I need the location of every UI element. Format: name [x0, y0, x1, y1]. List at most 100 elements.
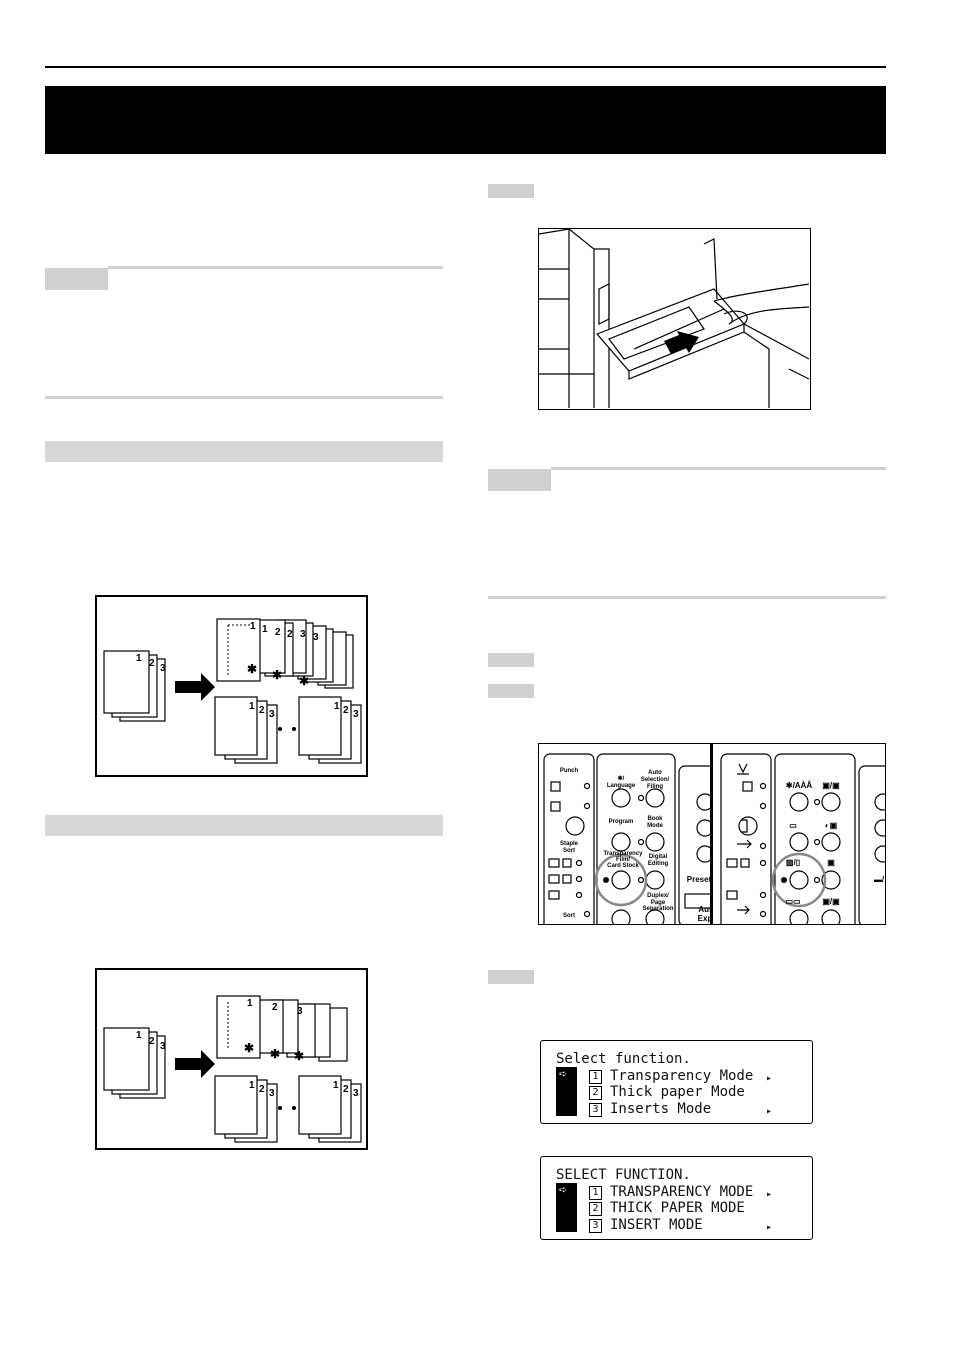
svg-text:2: 2: [343, 1084, 349, 1095]
step-tag-2: [488, 653, 534, 667]
note-bottom-rule: [45, 396, 443, 399]
svg-text:Language: Language: [607, 783, 636, 789]
svg-text:Auto: Auto: [648, 770, 662, 776]
selection-cursor: ➪: [556, 1067, 577, 1116]
menu-item-thick-paper[interactable]: 2 Thick paper Mode: [589, 1084, 745, 1101]
page-number: 3: [160, 663, 166, 674]
svg-text:1: 1: [249, 1080, 255, 1091]
svg-text:2: 2: [275, 627, 281, 638]
menu-item-inserts[interactable]: 3 Inserts Mode: [589, 1101, 711, 1118]
selection-cursor: ➪: [556, 1183, 577, 1232]
svg-text:▣: ▣: [827, 858, 835, 867]
note-tag-2: [488, 469, 551, 491]
svg-text:Transparency: Transparency: [603, 851, 643, 857]
item-label: INSERT MODE: [610, 1217, 703, 1233]
note-top-rule: [108, 266, 443, 269]
bypass-tray-drawing: [538, 228, 810, 408]
svg-text:✱: ✱: [299, 674, 309, 688]
svg-text:✱: ✱: [270, 1047, 280, 1061]
subsection-band-1: [45, 441, 443, 462]
note-bottom-rule-2: [488, 596, 886, 599]
submenu-arrow-icon: ▸: [766, 1106, 773, 1117]
svg-text:Staple: Staple: [560, 841, 579, 847]
svg-text:3: 3: [269, 1088, 275, 1099]
svg-text:Aut: Aut: [698, 905, 710, 914]
svg-text:3: 3: [300, 629, 306, 640]
svg-text:1: 1: [249, 701, 255, 712]
page-number: 2: [149, 658, 155, 669]
svg-text:3: 3: [353, 709, 359, 720]
item-label: Inserts Mode: [610, 1101, 712, 1117]
menu-item-thick-paper[interactable]: 2 THICK PAPER MODE: [589, 1200, 745, 1217]
svg-text:3: 3: [297, 1006, 303, 1017]
menu-item-transparency[interactable]: 1 Transparency Mode: [589, 1068, 753, 1085]
svg-text:3: 3: [313, 632, 319, 643]
panel-us: ✱/AÀÂ ▣/▣ ▭◐▣ ▨/▯▣ ▭▭▣/▣ ▬/: [713, 744, 885, 924]
program-label: Program: [609, 819, 634, 825]
svg-text:1: 1: [136, 1030, 142, 1041]
menu-item-insert[interactable]: 3 INSERT MODE: [589, 1217, 703, 1234]
svg-text:✱: ✱: [247, 662, 257, 676]
subsection-band-2: [45, 815, 443, 836]
preset-label: Preset: [687, 875, 710, 884]
svg-text:▣/▣: ▣/▣: [822, 781, 839, 790]
arrow-icon: ➪: [559, 1067, 567, 1082]
svg-text:Duplex/: Duplex/: [647, 893, 669, 899]
item-number: 2: [589, 1202, 602, 1216]
lcd-title: Select function.: [556, 1051, 691, 1067]
note-tag: [45, 268, 108, 290]
svg-text:Digital: Digital: [649, 854, 668, 860]
item-number: 3: [589, 1219, 602, 1233]
svg-text:1: 1: [247, 998, 253, 1009]
submenu-arrow-icon: ▸: [766, 1222, 773, 1233]
item-number: 2: [589, 1086, 602, 1100]
bypass-tray-illustration: [538, 228, 811, 410]
sort-label: Sort: [563, 913, 575, 919]
svg-text:Book: Book: [648, 816, 664, 822]
svg-text:▣/▣: ▣/▣: [822, 897, 839, 906]
svg-text:✱: ✱: [294, 1049, 304, 1063]
header-rule: [45, 66, 886, 68]
svg-text:Mode: Mode: [647, 823, 663, 829]
svg-text:2: 2: [287, 629, 293, 640]
step-tag-3: [488, 684, 534, 698]
svg-text:2: 2: [259, 1084, 265, 1095]
item-number: 3: [589, 1103, 602, 1117]
step-tag-1: [488, 184, 534, 198]
submenu-arrow-icon: ▸: [766, 1073, 773, 1084]
svg-text:2: 2: [272, 1002, 278, 1013]
item-label: THICK PAPER MODE: [610, 1200, 745, 1216]
svg-text:2: 2: [259, 705, 265, 716]
svg-text:▭: ▭: [789, 821, 797, 830]
svg-text:2: 2: [343, 705, 349, 716]
section-title-bar: [45, 86, 886, 154]
svg-text:3: 3: [269, 709, 275, 720]
svg-text:3: 3: [160, 1041, 166, 1052]
svg-text:1: 1: [250, 621, 256, 632]
language-key-label: ✱/AÀÂ: [786, 781, 812, 790]
item-label: TRANSPARENCY MODE: [610, 1184, 754, 1200]
item-label: Thick paper Mode: [610, 1084, 745, 1100]
svg-text:▭▭: ▭▭: [785, 897, 800, 906]
svg-text:2: 2: [149, 1036, 155, 1047]
svg-text:Card Stock: Card Stock: [607, 863, 639, 869]
svg-text:▬/: ▬/: [874, 875, 885, 884]
lcd-title: SELECT FUNCTION.: [556, 1167, 691, 1183]
svg-text:1: 1: [334, 701, 340, 712]
item-label: Transparency Mode: [610, 1068, 754, 1084]
svg-text:1: 1: [262, 624, 268, 635]
svg-text:Separation: Separation: [642, 906, 673, 912]
item-number: 1: [589, 1070, 602, 1084]
svg-text:✱: ✱: [272, 668, 282, 682]
arrow-icon: ➪: [559, 1183, 567, 1198]
panel-divider: [710, 744, 713, 924]
punch-label: Punch: [560, 768, 579, 774]
svg-text:Sort: Sort: [563, 848, 575, 854]
